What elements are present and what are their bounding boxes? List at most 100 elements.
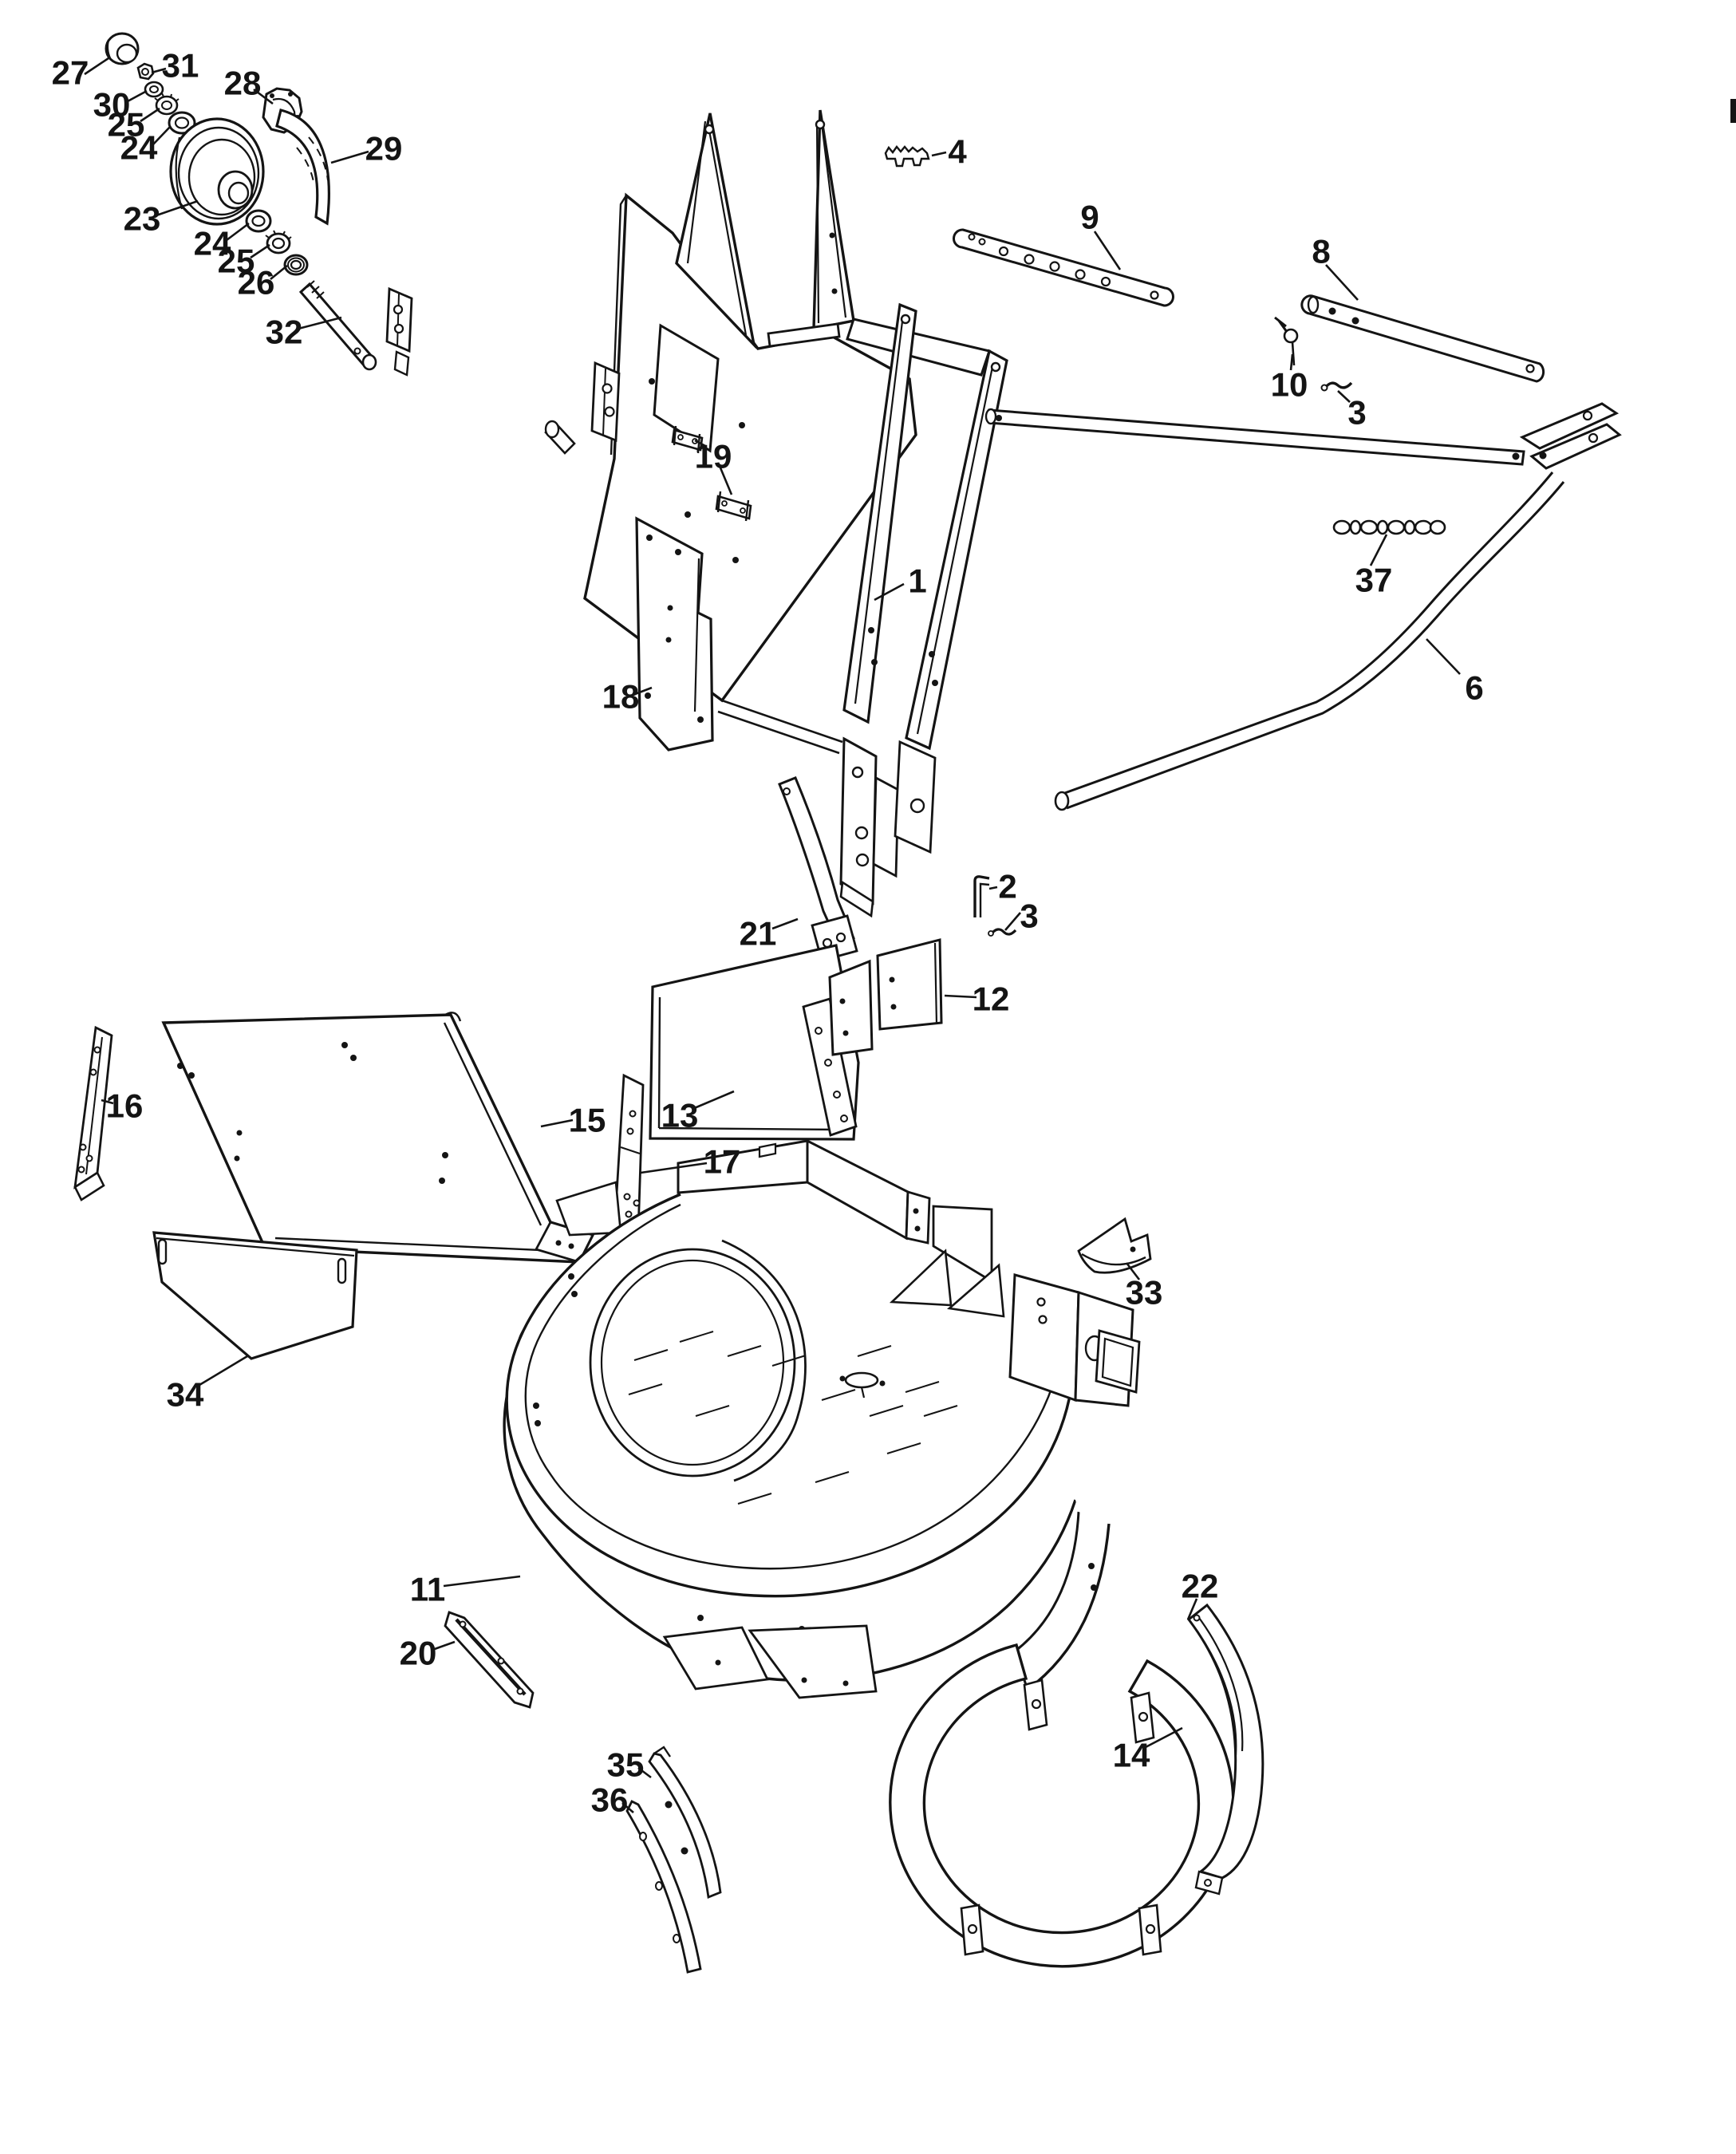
- callout-35-34: 35: [607, 1746, 652, 1784]
- callout-36-35: 36: [591, 1781, 634, 1819]
- leader-line: [540, 1118, 574, 1128]
- part-20-skid-blade: [444, 1611, 535, 1709]
- callout-26-10: 26: [238, 264, 288, 302]
- leader-line: [432, 1640, 456, 1651]
- callout-25-9: 25: [218, 243, 270, 280]
- leader-line: [125, 89, 148, 104]
- part-number-label: 24: [120, 129, 158, 167]
- callout-21-22: 21: [740, 915, 799, 953]
- part-13-discharge-chute: [649, 944, 860, 1141]
- part-11-deck-weldment: [503, 1138, 1141, 1699]
- callout-6-18: 6: [1426, 638, 1484, 707]
- leader-line: [1289, 353, 1294, 371]
- leader-line: [1093, 231, 1122, 270]
- callout-17-29: 17: [640, 1143, 741, 1181]
- part-number-label: 9: [1080, 199, 1099, 236]
- callout-13-26: 13: [661, 1090, 735, 1134]
- callout-23-5: 23: [124, 200, 199, 238]
- callout-16-28: 16: [101, 1087, 143, 1125]
- part-25-bearing-cone-upper: [154, 93, 180, 116]
- callout-4-12: 4: [931, 133, 967, 171]
- leader-line: [1337, 390, 1351, 403]
- leader-line: [199, 1355, 248, 1387]
- callout-31-1: 31: [151, 47, 199, 85]
- part-number-label: 32: [266, 314, 303, 351]
- leader-line: [944, 994, 977, 999]
- callout-25-3: 25: [108, 106, 160, 144]
- part-22-band-segment: [1186, 1603, 1265, 1896]
- callout-1-19: 1: [874, 562, 927, 602]
- part-number-label: 15: [569, 1102, 606, 1139]
- leader-line: [84, 57, 109, 76]
- part-32-spindle-shaft: [298, 280, 377, 371]
- part-19-clamp-upper: [671, 425, 704, 454]
- part-24-bearing-cup-upper: [168, 111, 196, 135]
- part-33-corner-bracket: [1077, 1217, 1152, 1274]
- part-number-label: 6: [1465, 669, 1483, 707]
- callout-14-36: 14: [1113, 1726, 1183, 1774]
- leader-line: [330, 150, 369, 164]
- part-number-label: 17: [704, 1143, 741, 1181]
- leader-line: [1426, 638, 1461, 675]
- leader-line: [151, 67, 167, 74]
- part-1-main-frame: [544, 109, 1008, 918]
- part-number-label: 21: [740, 915, 777, 953]
- part-number-label: 3: [1020, 898, 1038, 935]
- leader-line: [694, 439, 708, 448]
- part-4-serrated-bracket: [884, 145, 930, 168]
- leader-line: [1004, 912, 1021, 931]
- part-8-link-tube: [1300, 294, 1545, 383]
- page-edge-mark: [1730, 99, 1736, 123]
- leader-line: [874, 582, 905, 602]
- part-19-clamp-lower: [715, 491, 752, 522]
- leader-line: [1145, 1726, 1183, 1749]
- callout-37-17: 37: [1355, 534, 1393, 599]
- callout-24-8: 24: [194, 222, 250, 262]
- part-12-deflector-plates: [828, 938, 943, 1056]
- part-25-bearing-cone-lower: [265, 230, 292, 254]
- callout-28-6: 28: [224, 65, 274, 105]
- leader-line: [771, 917, 799, 930]
- leader-line: [1186, 1598, 1198, 1620]
- part-16-side-bracket: [73, 1025, 113, 1201]
- part-34-lower-shield-plate: [152, 1231, 358, 1360]
- part-1-clevis: [1519, 402, 1622, 470]
- part-30-washer: [144, 81, 164, 98]
- part-number-label: 30: [93, 86, 131, 124]
- part-number-label: 11: [410, 1571, 445, 1608]
- part-31-lock-nut: [136, 62, 155, 81]
- part-number-label: 34: [167, 1376, 204, 1414]
- leader-line: [443, 1575, 521, 1588]
- part-37-chain: [1332, 519, 1446, 535]
- part-27-dust-cap: [105, 32, 140, 65]
- part-number-label: 23: [124, 200, 161, 238]
- callout-30-2: 30: [93, 86, 148, 124]
- callout-3-16: 3: [1337, 390, 1367, 432]
- leader-line: [1325, 264, 1359, 301]
- part-number-label: 28: [224, 65, 262, 102]
- leader-line: [634, 686, 653, 696]
- part-number-label: 20: [400, 1635, 437, 1672]
- part-29-belt-shield: [275, 108, 330, 226]
- callout-20-32: 20: [400, 1635, 456, 1672]
- part-number-label: 29: [365, 130, 403, 168]
- leader-line: [298, 316, 342, 330]
- leader-line: [152, 125, 172, 145]
- part-number-label: 37: [1355, 562, 1393, 599]
- callout-15-27: 15: [540, 1102, 606, 1139]
- part-15-front-shield: [161, 1012, 595, 1264]
- part-6-tail-brace-tube: [1054, 471, 1565, 811]
- leader-line: [718, 465, 733, 495]
- part-number-label: 4: [948, 133, 967, 171]
- callout-12-25: 12: [944, 980, 1009, 1018]
- part-18-shield-plate: [635, 516, 714, 752]
- leader-line: [253, 88, 274, 105]
- part-number-label: 10: [1271, 366, 1308, 404]
- callout-22-37: 22: [1182, 1568, 1218, 1620]
- leader-line: [250, 243, 270, 259]
- part-number-label: 16: [106, 1087, 144, 1125]
- part-number-label: 2: [998, 868, 1016, 905]
- leader-line: [1369, 534, 1388, 566]
